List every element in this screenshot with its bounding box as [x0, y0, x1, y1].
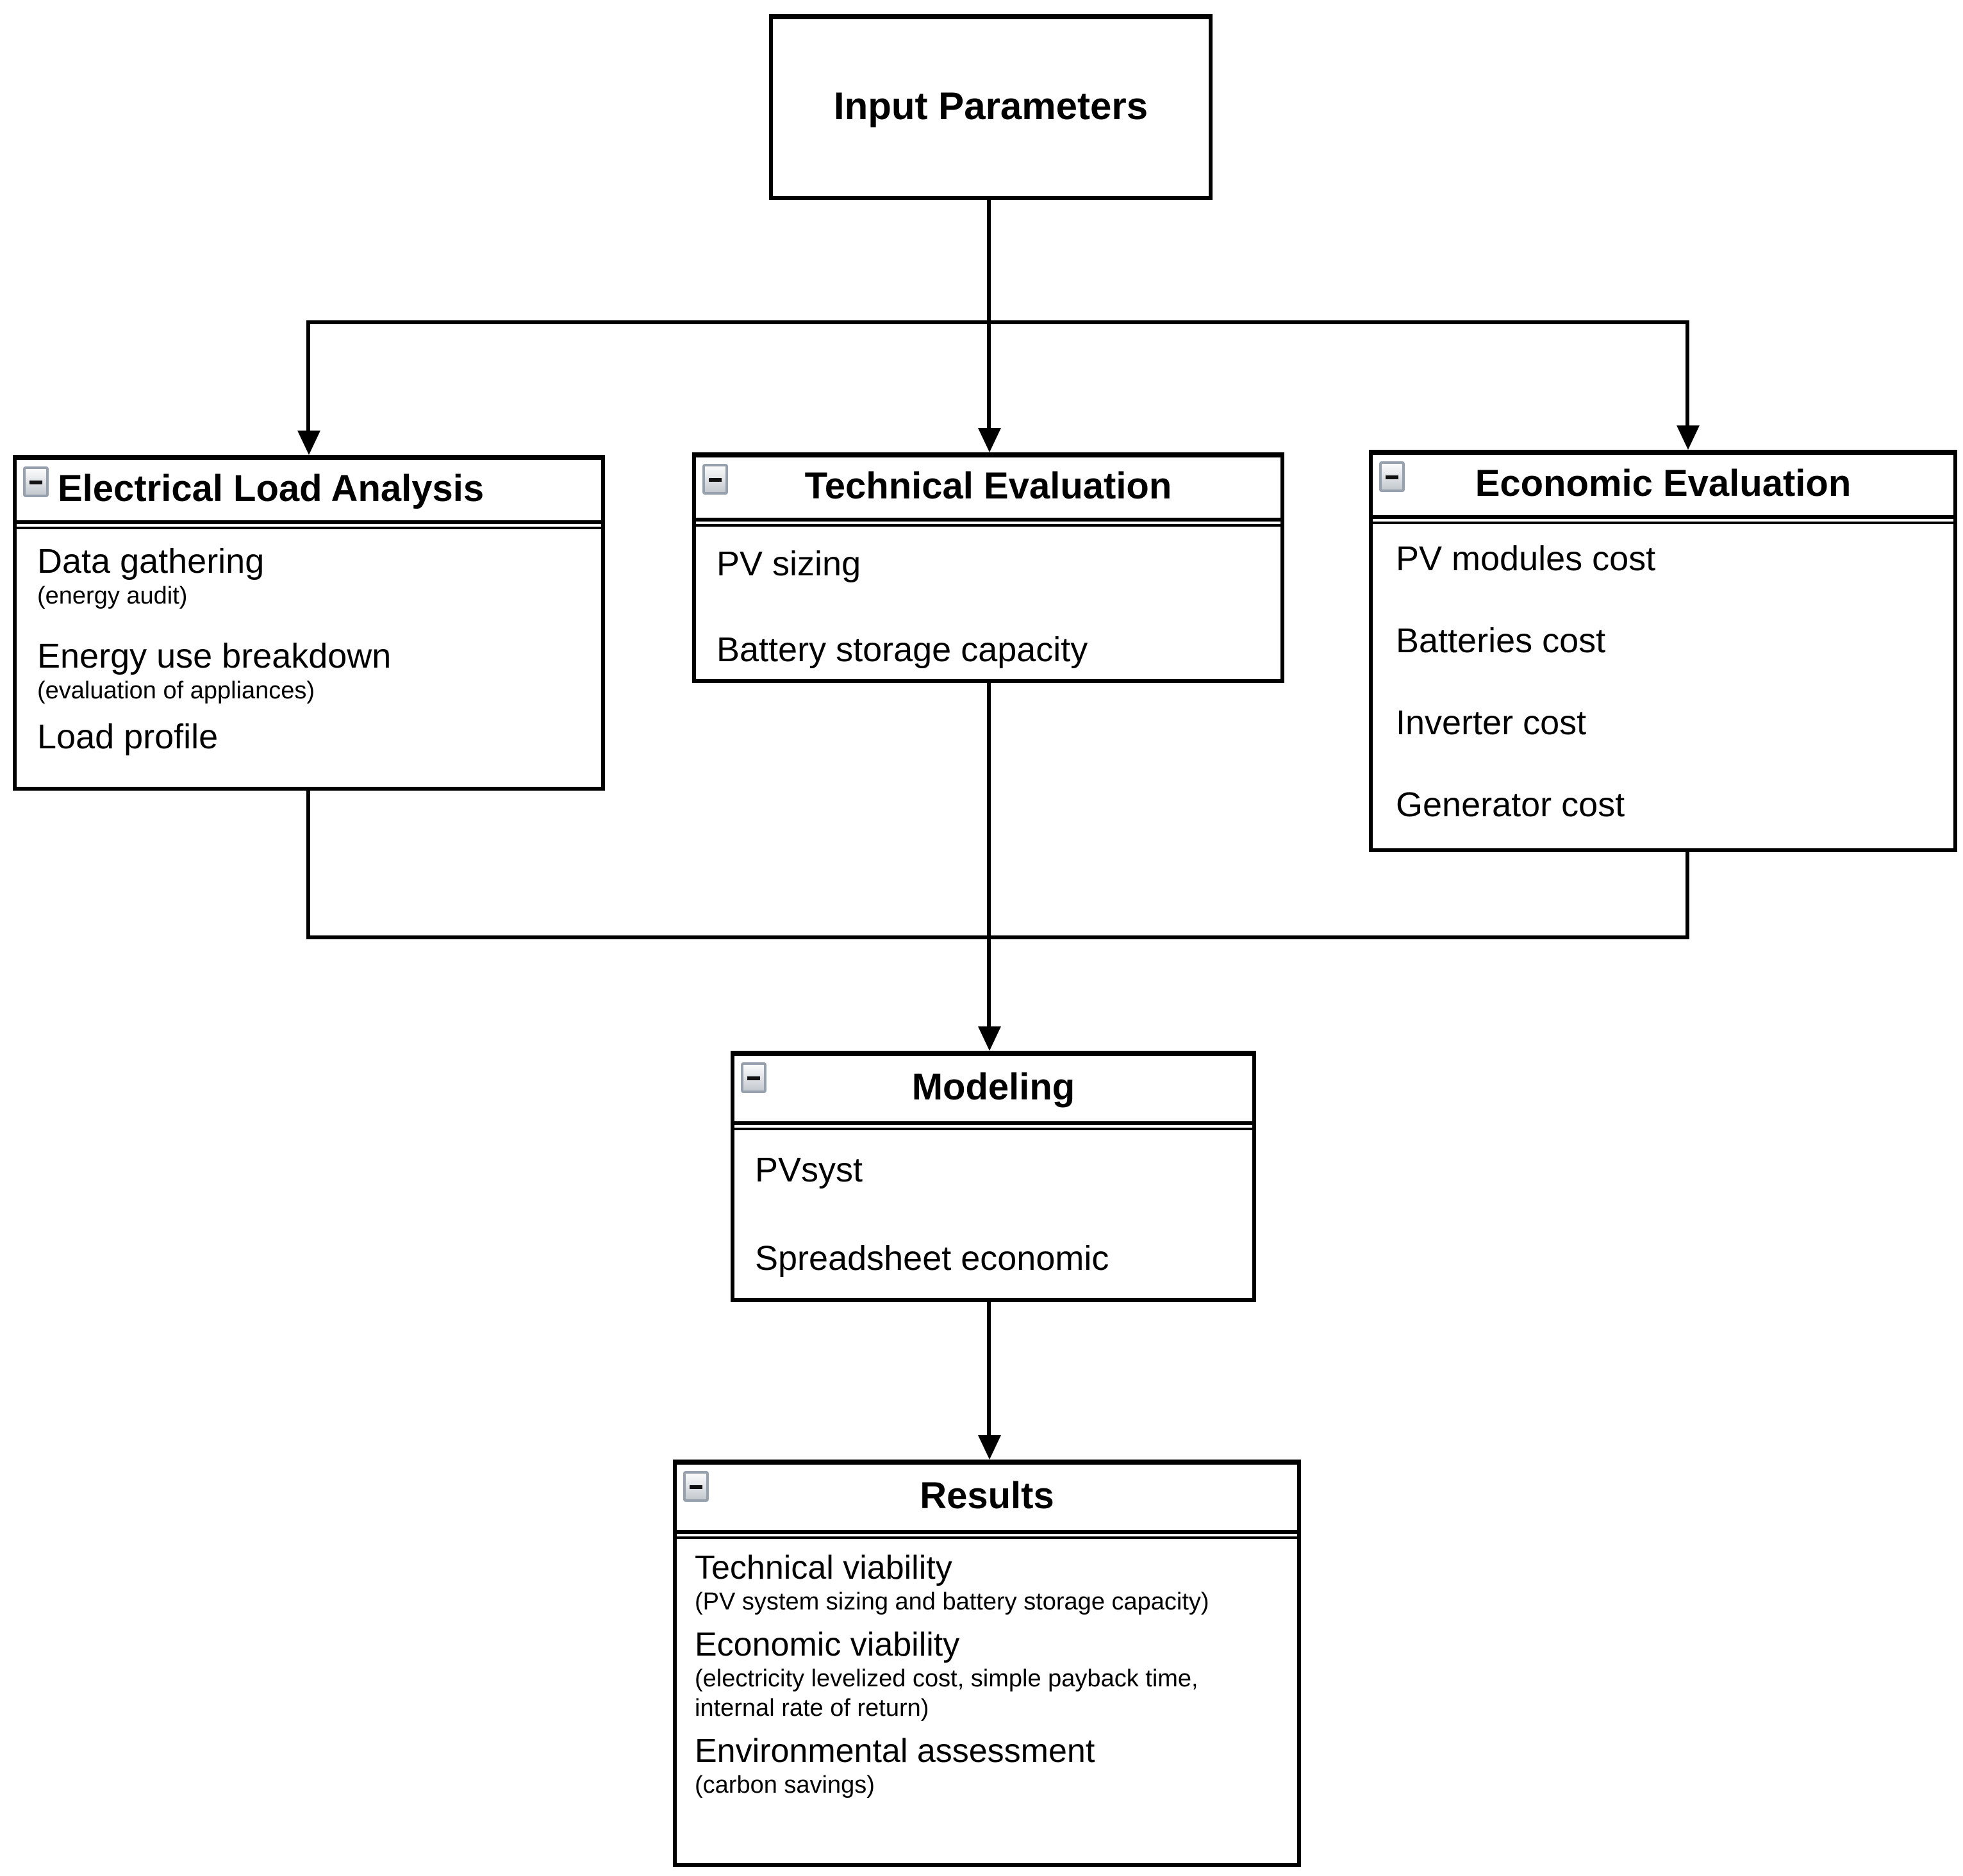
node-technical-title: Technical Evaluation: [804, 466, 1172, 507]
connector-top-distributor: [306, 320, 1689, 324]
collapse-minus-icon[interactable]: [683, 1471, 709, 1502]
node-input-parameters: Input Parameters: [769, 14, 1213, 200]
list-item: Economic viability (electricity levelize…: [695, 1625, 1282, 1724]
item-label: Technical viability: [695, 1548, 952, 1586]
item-label: Data gathering: [37, 542, 265, 580]
item-note: (electricity levelized cost, simple payb…: [695, 1665, 1198, 1723]
node-electrical-header: Electrical Load Analysis: [17, 460, 601, 524]
collapse-minus-icon[interactable]: [702, 464, 728, 495]
connector-electrical-down: [306, 791, 310, 939]
list-item: Environmental assessment (carbon savings…: [695, 1731, 1282, 1801]
item-label: Environmental assessment: [695, 1731, 1095, 1770]
item-label: Battery storage capacity: [716, 630, 1088, 670]
list-item: Technical viability (PV system sizing an…: [695, 1548, 1282, 1617]
item-label: Batteries cost: [1396, 621, 1606, 661]
collapse-minus-icon[interactable]: [741, 1062, 766, 1093]
node-electrical-load-analysis: Electrical Load Analysis Data gathering …: [13, 455, 605, 791]
node-economic-evaluation: Economic Evaluation PV modules cost Batt…: [1369, 450, 1957, 852]
item-label: PV modules cost: [1396, 539, 1656, 578]
item-note: (carbon savings): [695, 1772, 875, 1800]
node-economic-header: Economic Evaluation: [1373, 455, 1953, 519]
collapse-minus-icon[interactable]: [1379, 461, 1405, 492]
minus-glyph: [747, 1076, 760, 1080]
node-results: Results Technical viability (PV system s…: [673, 1460, 1301, 1867]
item-label: Energy use breakdown: [37, 637, 392, 676]
item-label: Spreadsheet economic: [755, 1239, 1109, 1278]
minus-glyph: [690, 1485, 702, 1488]
node-modeling-title: Modeling: [911, 1067, 1075, 1108]
node-results-body: Technical viability (PV system sizing an…: [677, 1536, 1297, 1801]
node-technical-body: PV sizing Battery storage capacity: [696, 524, 1280, 670]
node-economic-title: Economic Evaluation: [1475, 464, 1851, 505]
list-item: Load profile: [37, 718, 588, 758]
node-electrical-body: Data gathering (energy audit) Energy use…: [17, 527, 601, 758]
collapse-minus-icon[interactable]: [23, 466, 49, 497]
item-label: Economic viability: [695, 1625, 960, 1664]
item-label: Inverter cost: [1396, 704, 1587, 743]
node-electrical-title: Electrical Load Analysis: [58, 469, 485, 510]
node-technical-evaluation: Technical Evaluation PV sizing Battery s…: [692, 452, 1284, 683]
node-results-header: Results: [677, 1465, 1297, 1534]
connector-merge-line: [306, 935, 1689, 939]
connector-drop-left: [306, 320, 310, 433]
node-results-title: Results: [920, 1476, 1054, 1517]
connector-drop-right: [1686, 320, 1689, 428]
node-modeling: Modeling PVsyst Spreadsheet economic: [731, 1051, 1256, 1302]
connector-input-down: [987, 200, 991, 323]
minus-glyph: [709, 477, 722, 481]
node-economic-body: PV modules cost Batteries cost Inverter …: [1373, 522, 1953, 825]
minus-glyph: [29, 480, 42, 484]
item-label: Load profile: [37, 718, 219, 757]
connector-economic-down: [1686, 852, 1689, 939]
arrowhead-technical: [977, 428, 1000, 452]
item-note: (energy audit): [37, 583, 188, 611]
node-technical-header: Technical Evaluation: [696, 457, 1280, 522]
minus-glyph: [1386, 475, 1398, 479]
arrowhead-results: [977, 1435, 1000, 1460]
connector-modeling-to-results: [987, 1302, 991, 1438]
item-label: Generator cost: [1396, 786, 1625, 825]
arrowhead-modeling: [977, 1026, 1000, 1051]
connector-drop-middle: [987, 320, 991, 431]
node-modeling-header: Modeling: [734, 1056, 1252, 1125]
arrowhead-economic: [1676, 425, 1699, 450]
node-modeling-body: PVsyst Spreadsheet economic: [734, 1128, 1252, 1279]
item-note: (evaluation of appliances): [37, 678, 315, 705]
item-label: PVsyst: [755, 1151, 863, 1189]
item-note: (PV system sizing and battery storage ca…: [695, 1588, 1209, 1616]
connector-technical-to-modeling: [987, 683, 991, 1029]
node-input-parameters-title: Input Parameters: [833, 86, 1148, 128]
arrowhead-electrical: [297, 431, 320, 455]
list-item: Energy use breakdown (evaluation of appl…: [37, 637, 588, 706]
item-label: PV sizing: [716, 545, 861, 583]
list-item: Data gathering (energy audit): [37, 542, 588, 611]
